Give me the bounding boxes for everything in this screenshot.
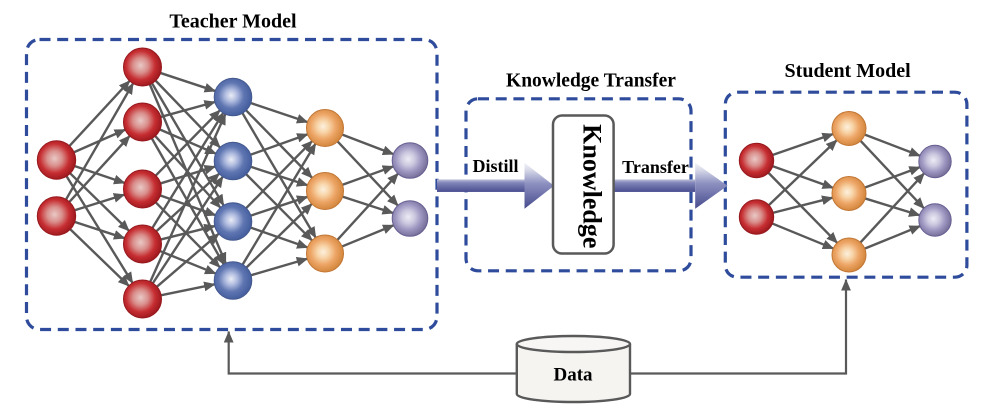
svg-text:Knowledge Transfer: Knowledge Transfer: [506, 71, 676, 92]
svg-text:Data: Data: [553, 365, 593, 386]
svg-text:Knowledge: Knowledge: [577, 124, 606, 248]
svg-text:Teacher Model: Teacher Model: [169, 10, 297, 32]
svg-text:Transfer: Transfer: [622, 157, 689, 177]
svg-text:Distill: Distill: [472, 156, 518, 176]
svg-text:Student Model: Student Model: [785, 60, 912, 82]
